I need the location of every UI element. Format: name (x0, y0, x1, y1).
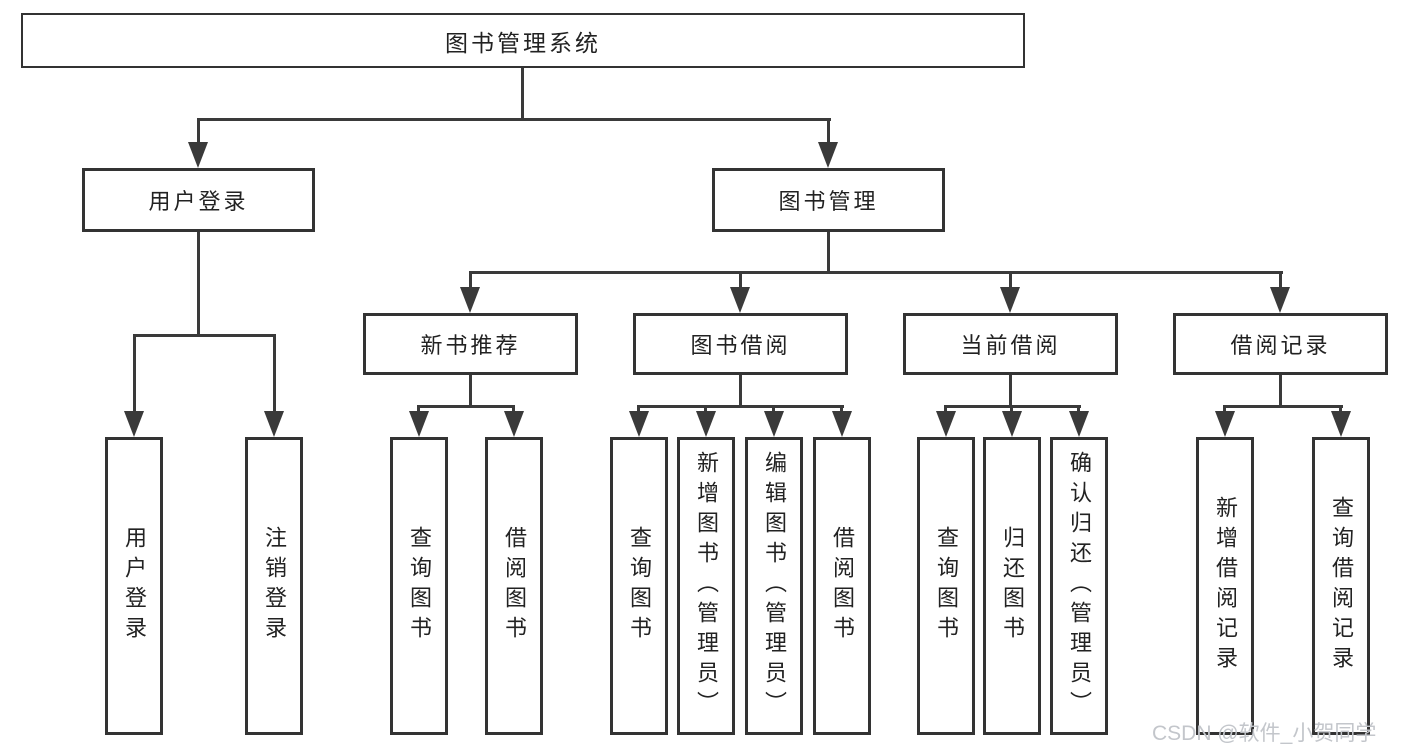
connector-vertical (1010, 405, 1013, 415)
arrow-down-icon (764, 411, 784, 437)
node-root-label: 图书管理系统 (445, 29, 601, 56)
node-current-borrow: 当前借阅 (903, 313, 1118, 375)
connector-vertical (827, 232, 830, 274)
leaf-user-login-label: 用户登录 (122, 526, 147, 646)
connector-vertical (469, 271, 472, 289)
node-current-borrow-label: 当前借阅 (960, 333, 1061, 358)
arrow-down-icon (264, 411, 284, 437)
connector-vertical (739, 271, 742, 289)
node-borrow-records: 借阅记录 (1173, 313, 1388, 375)
connector-vertical (1279, 375, 1282, 408)
arrow-down-icon (409, 411, 429, 437)
connector-vertical (512, 405, 515, 415)
leaf-borrow-books: 借阅图书 (813, 437, 871, 735)
leaf-add-borrow-record: 新增借阅记录 (1196, 437, 1254, 735)
connector-horizontal (417, 405, 515, 408)
connector-vertical (133, 334, 136, 412)
connector-vertical (840, 405, 843, 415)
connector-vertical (521, 68, 524, 120)
node-book-borrow: 图书借阅 (633, 313, 848, 375)
node-new-book-recommend: 新书推荐 (363, 313, 578, 375)
leaf-newbook-query-books-label: 查询图书 (407, 526, 432, 646)
leaf-borrow-query-books: 查询图书 (610, 437, 668, 735)
connector-horizontal (133, 334, 276, 337)
connector-vertical (944, 405, 947, 415)
node-user-login: 用户登录 (82, 168, 315, 232)
connector-vertical (273, 334, 276, 412)
node-book-management-label: 图书管理 (778, 189, 879, 214)
connector-vertical (197, 118, 200, 146)
arrow-down-icon (1000, 287, 1020, 313)
connector-vertical (197, 231, 200, 337)
connector-vertical (827, 118, 830, 146)
leaf-add-books-admin: 新增图书（管理员） (677, 437, 735, 735)
csdn-watermark: CSDN @软件_小贺同学 (1152, 722, 1377, 745)
arrow-down-icon (1002, 411, 1022, 437)
leaf-current-query-books: 查询图书 (917, 437, 975, 735)
arrow-down-icon (504, 411, 524, 437)
connector-vertical (637, 405, 640, 415)
connector-vertical (1339, 405, 1342, 415)
connector-vertical (704, 405, 707, 415)
leaf-borrow-query-books-label: 查询图书 (627, 526, 652, 646)
connector-horizontal (197, 118, 831, 121)
leaf-query-borrow-record: 查询借阅记录 (1312, 437, 1370, 735)
leaf-confirm-return-admin: 确认归还（管理员） (1050, 437, 1108, 735)
connector-vertical (417, 405, 420, 415)
connector-vertical (469, 375, 472, 408)
connector-vertical (1009, 375, 1012, 408)
node-new-book-recommend-label: 新书推荐 (420, 333, 521, 358)
arrow-down-icon (188, 142, 208, 168)
leaf-newbook-borrow-books-label: 借阅图书 (502, 526, 527, 646)
leaf-query-borrow-record-label: 查询借阅记录 (1329, 496, 1354, 676)
leaf-edit-books-admin-label: 编辑图书（管理员） (762, 451, 787, 721)
leaf-current-query-books-label: 查询图书 (934, 526, 959, 646)
leaf-newbook-query-books: 查询图书 (390, 437, 448, 735)
arrow-down-icon (1069, 411, 1089, 437)
leaf-logout-label: 注销登录 (262, 526, 287, 646)
connector-vertical (1223, 405, 1226, 415)
arrow-down-icon (124, 411, 144, 437)
arrow-down-icon (1331, 411, 1351, 437)
connector-vertical (1077, 405, 1080, 415)
leaf-user-login: 用户登录 (105, 437, 163, 735)
leaf-logout: 注销登录 (245, 437, 303, 735)
arrow-down-icon (460, 287, 480, 313)
connector-vertical (1009, 271, 1012, 289)
leaf-confirm-return-admin-label: 确认归还（管理员） (1067, 451, 1092, 721)
arrow-down-icon (818, 142, 838, 168)
connector-horizontal (1223, 405, 1343, 408)
leaf-return-books: 归还图书 (983, 437, 1041, 735)
arrow-down-icon (832, 411, 852, 437)
arrow-down-icon (629, 411, 649, 437)
connector-horizontal (469, 271, 1283, 274)
connector-vertical (772, 405, 775, 415)
node-root: 图书管理系统 (21, 13, 1025, 68)
arrow-down-icon (1215, 411, 1235, 437)
connector-vertical (1279, 271, 1282, 289)
node-book-borrow-label: 图书借阅 (690, 333, 791, 358)
leaf-edit-books-admin: 编辑图书（管理员） (745, 437, 803, 735)
leaf-newbook-borrow-books: 借阅图书 (485, 437, 543, 735)
connector-horizontal (637, 405, 844, 408)
leaf-return-books-label: 归还图书 (1000, 526, 1025, 646)
node-book-management: 图书管理 (712, 168, 945, 232)
leaf-add-borrow-record-label: 新增借阅记录 (1213, 496, 1238, 676)
arrow-down-icon (1270, 287, 1290, 313)
arrow-down-icon (696, 411, 716, 437)
connector-vertical (739, 375, 742, 408)
leaf-borrow-books-label: 借阅图书 (830, 526, 855, 646)
leaf-add-books-admin-label: 新增图书（管理员） (694, 451, 719, 721)
node-borrow-records-label: 借阅记录 (1230, 333, 1331, 358)
arrow-down-icon (730, 287, 750, 313)
arrow-down-icon (936, 411, 956, 437)
node-user-login-label: 用户登录 (148, 189, 249, 214)
